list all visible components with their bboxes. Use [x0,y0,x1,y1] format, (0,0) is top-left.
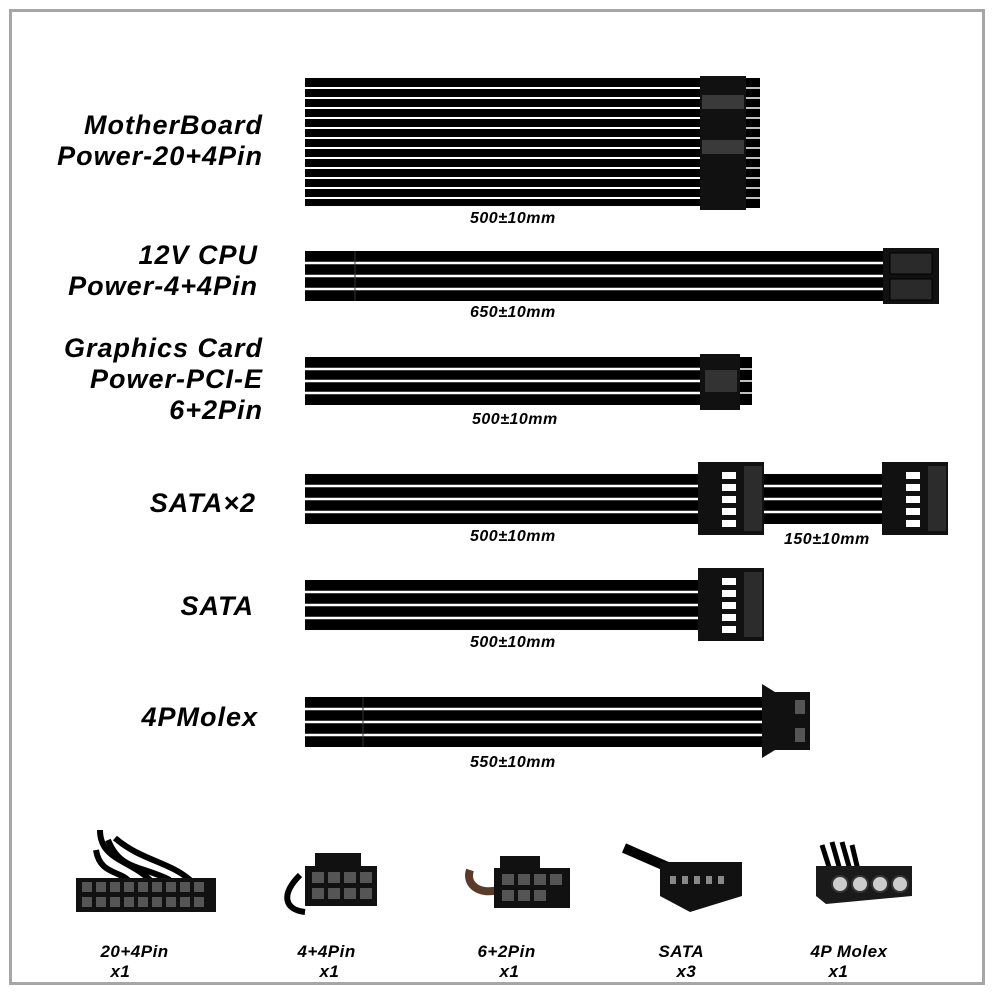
sata-cable [305,580,703,630]
label-line: 6+2Pin [169,395,263,425]
label-line: MotherBoard [84,110,263,140]
motherboard-cable [305,78,705,206]
caption-sata: SATA x3 [648,922,704,982]
label-line: Power-PCI-E [89,364,263,394]
sata-connector-icon [622,843,742,912]
label-sata: SATA [181,591,255,622]
pcie-8pin-connector-icon [465,856,570,908]
label-line: 4PMolex [141,702,258,732]
caption-qty: x3 [676,962,697,981]
caption-label: 20+4Pin [100,942,169,961]
label-graphics: Graphics Card Power-PCI-E 6+2Pin [64,333,263,426]
label-line: Power-4+4Pin [68,271,258,301]
sata-connector-side-view [698,462,764,535]
atx-connector-side-view [700,76,760,210]
length-molex: 550±10mm [470,754,556,771]
label-line: Power-20+4Pin [57,141,263,171]
length-sata-x2: 500±10mm [470,528,556,545]
label-motherboard: MotherBoard Power-20+4Pin [57,110,263,172]
sata-connector-side-view [882,462,948,535]
caption-label: 4P Molex [810,942,888,961]
caption-qty: x1 [828,962,849,981]
molex-cable [305,697,767,747]
sata-x2-cable [305,474,885,524]
cpu-connector-side-view [883,248,939,304]
sata-connector-side-view [698,568,764,641]
eps-8pin-connector-icon [284,853,377,915]
caption-label: 4+4Pin [297,942,356,961]
length-cpu: 650±10mm [470,304,556,321]
graphics-cable [305,357,705,405]
length-sata-x2-extra: 150±10mm [784,531,870,548]
caption-6-2pin: 6+2Pin x1 [467,922,536,982]
caption-qty: x1 [499,962,520,981]
caption-molex: 4P Molex x1 [800,922,888,982]
atx-24pin-connector-icon [76,829,216,912]
label-line: SATA [180,591,254,621]
label-sata-x2: SATA×2 [150,488,256,519]
caption-label: 6+2Pin [477,942,536,961]
length-sata: 500±10mm [470,634,556,651]
length-graphics: 500±10mm [472,411,558,428]
cpu-cable [305,251,885,301]
image-frame [9,9,985,985]
label-line: 12V CPU [138,240,258,270]
pcie-connector-side-view [700,354,752,410]
label-molex: 4PMolex [141,702,258,733]
caption-20-4pin: 20+4Pin x1 [90,922,169,982]
caption-label: SATA [658,942,705,961]
label-cpu: 12V CPU Power-4+4Pin [68,240,258,302]
length-motherboard: 500±10mm [470,210,556,227]
label-line: Graphics Card [63,333,263,363]
molex-connector-icon [816,841,912,904]
caption-qty: x1 [110,962,131,981]
molex-connector-side-view [762,684,810,758]
caption-qty: x1 [319,962,340,981]
caption-4-4pin: 4+4Pin x1 [287,922,356,982]
label-line: SATA×2 [149,488,256,518]
